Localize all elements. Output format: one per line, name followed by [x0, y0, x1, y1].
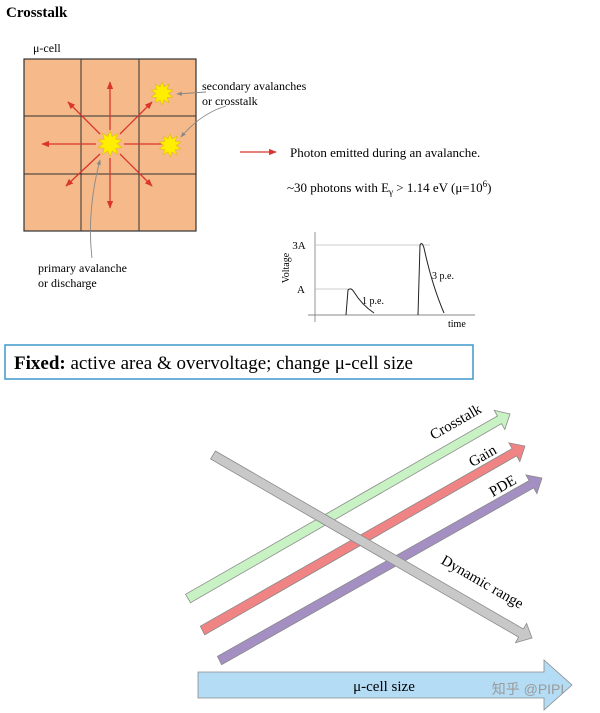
pulse-chart: 3A A Voltage time 1 p.e. 3 p.e. — [281, 232, 475, 330]
pulse-label-3pe: 3 p.e. — [432, 271, 454, 282]
secondary-label: secondary avalanches — [202, 79, 307, 93]
secondary-avalanche-icon — [158, 133, 182, 158]
fixed-box — [4, 344, 474, 380]
primary-label: primary avalanche — [38, 261, 127, 275]
pulse-label-1pe: 1 p.e. — [362, 296, 384, 307]
watermark: 知乎 @PIPI — [492, 681, 565, 697]
crosstalk-arrow — [184, 409, 511, 604]
cell-label: μ-cell — [33, 41, 61, 55]
photon-arrows — [41, 81, 177, 209]
cell-size-axis-label: μ-cell size — [353, 679, 415, 695]
secondary-label: or crosstalk — [202, 94, 258, 108]
dynamic-range-arrow — [210, 450, 533, 644]
trend-arrows — [184, 409, 543, 666]
page-title: Crosstalk — [6, 5, 68, 21]
legend-photon-text: Photon emitted during an avalanche. — [290, 145, 480, 160]
fixed-box-text: Fixed: active area & overvoltage; change… — [14, 353, 413, 374]
primary-avalanche-icon — [97, 130, 123, 158]
dynamic-range-label: Dynamic range — [438, 553, 526, 613]
pde-arrow — [216, 474, 543, 666]
secondary-avalanche-icon — [150, 81, 174, 106]
pulse-3pe — [417, 243, 445, 316]
photons-energy-line: ~30 photons with Eγ > 1.14 eV (μ=106) — [287, 179, 491, 197]
cell-size-axis-arrow — [197, 659, 573, 711]
secondary-leader-line — [176, 91, 207, 96]
pulse-1pe — [345, 288, 375, 316]
primary-label: or discharge — [38, 276, 97, 290]
pulse-xlabel: time — [448, 319, 466, 330]
secondary-leader-line — [180, 105, 227, 138]
primary-leader-line — [90, 159, 101, 259]
pulse-tick-a: A — [297, 284, 305, 296]
pulse-ylabel: Voltage — [281, 252, 292, 283]
pulse-tick-3a: 3A — [292, 240, 306, 252]
